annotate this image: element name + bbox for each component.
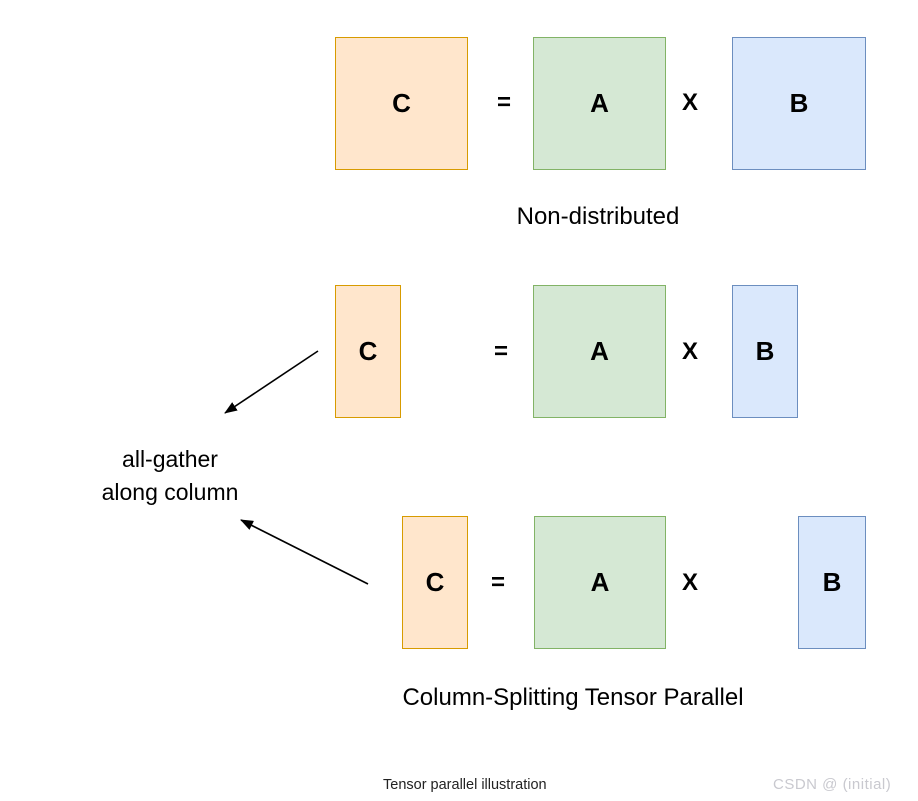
- all-gather-annotation-line2: along column: [101, 479, 239, 505]
- caption-non-distributed: Non-distributed: [516, 203, 680, 230]
- matrix-a-row2: A: [533, 285, 666, 418]
- matrix-c-label: C: [425, 567, 445, 597]
- matrix-b-full: B: [732, 37, 866, 170]
- matrix-a-label: A: [590, 567, 610, 597]
- multiply-sign-row1: X: [681, 89, 699, 116]
- matrix-c-full: C: [335, 37, 468, 170]
- matrix-c-label: C: [392, 88, 411, 118]
- matrix-a-row1: A: [533, 37, 666, 170]
- arrow-shard2-to-all-gather: [240, 519, 369, 585]
- matrix-a-label: A: [590, 88, 609, 118]
- matrix-c-shard1: C: [335, 285, 401, 418]
- matrix-a-row3: A: [534, 516, 666, 649]
- equals-sign-row3: =: [490, 569, 506, 596]
- matrix-b-label: B: [789, 88, 809, 118]
- all-gather-annotation: all-gather along column: [102, 443, 239, 509]
- footer-caption: Tensor parallel illustration: [383, 777, 547, 793]
- csdn-watermark: CSDN @ (initial): [773, 776, 892, 793]
- multiply-sign-row3: X: [681, 569, 699, 596]
- arrow-shard1-to-all-gather: [224, 350, 319, 414]
- matrix-b-shard2: B: [798, 516, 866, 649]
- matrix-b-label: B: [822, 567, 842, 597]
- matrix-b-shard1: B: [732, 285, 798, 418]
- equals-sign-row2: =: [493, 338, 509, 365]
- equals-sign-row1: =: [496, 89, 512, 116]
- multiply-sign-row2: X: [681, 338, 699, 365]
- all-gather-annotation-line1: all-gather: [122, 446, 218, 472]
- matrix-a-label: A: [590, 336, 609, 366]
- matrix-b-label: B: [755, 336, 775, 366]
- caption-column-splitting: Column-Splitting Tensor Parallel: [402, 684, 744, 711]
- matrix-c-label: C: [358, 336, 378, 366]
- matrix-c-shard2: C: [402, 516, 468, 649]
